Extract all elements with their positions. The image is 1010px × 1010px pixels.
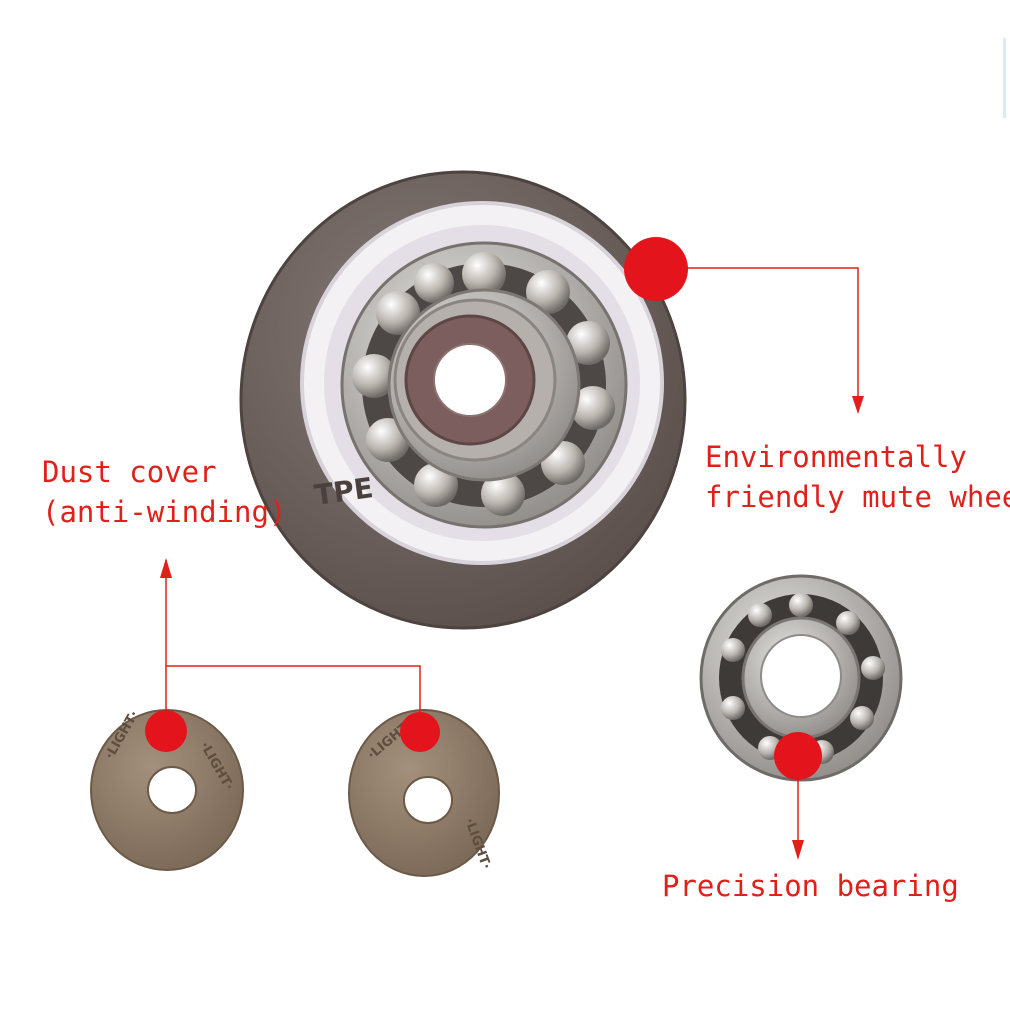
axle-hole: [433, 343, 507, 417]
dust-callout-dot-right: [400, 712, 440, 752]
wheel-embossed-text: TPE: [312, 471, 375, 512]
edge-mark: [1003, 38, 1006, 118]
dust-callout-line: [165, 665, 421, 730]
callout-dots: [145, 237, 822, 780]
callout-arrows: [160, 396, 864, 860]
bearing-balls: [352, 252, 615, 516]
dust-cover-label: Dust cover (anti-winding): [42, 452, 286, 532]
arrow-down-wheel-icon: [852, 396, 864, 414]
dust-cover-left: ·LIGHT· ·LIGHT·: [90, 708, 244, 871]
bearing-callout-dot: [774, 732, 822, 780]
wheel-label: Environmentally friendly mute wheel: [705, 437, 1010, 517]
arrow-up-dust-icon: [160, 558, 172, 578]
wheel-bearing: [340, 241, 628, 529]
wheel-label-line1: Environmentally: [705, 440, 967, 474]
dust-callout-dot-left: [145, 710, 187, 752]
bearing-label: Precision bearing: [662, 866, 959, 906]
dust-label-line2: (anti-winding): [42, 495, 287, 529]
bearing-label-text: Precision bearing: [662, 869, 959, 903]
arrow-down-bearing-icon: [792, 840, 804, 860]
wheel-callout-dot: [624, 237, 688, 301]
dust-label-line1: Dust cover: [42, 455, 217, 489]
wheel-callout-line: [660, 267, 859, 412]
mute-wheel: TPE: [239, 170, 687, 630]
wheel-label-line2: friendly mute wheel: [705, 480, 1010, 514]
